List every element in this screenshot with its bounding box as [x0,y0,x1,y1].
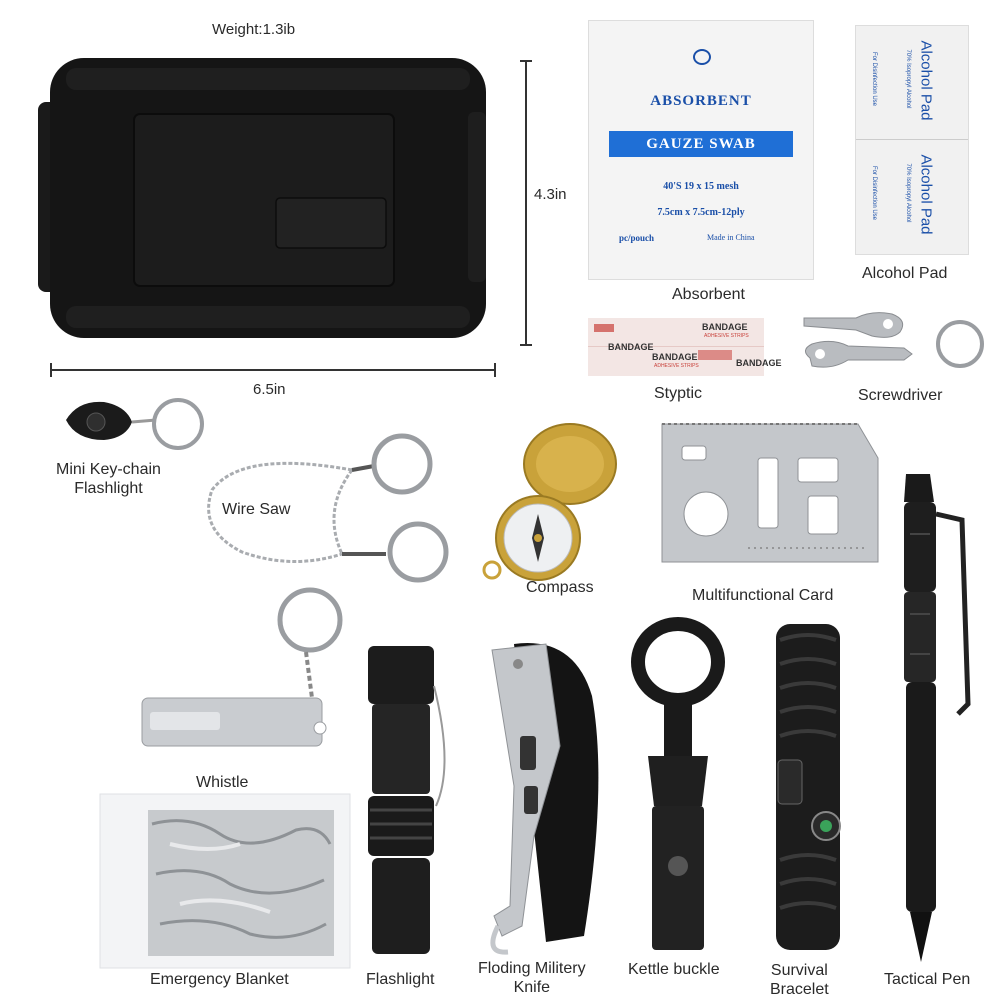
styptic-label: Styptic [654,385,703,402]
carrying-case [38,52,490,342]
bracelet-label: Survival Bracelet [770,961,829,999]
gauze-line3-right: Made in China [707,233,755,242]
mini-flashlight-label-line2: Flashlight [74,480,143,497]
emergency-blanket-label: Emergency Blanket [150,971,289,988]
tactical-pen-label: Tactical Pen [884,971,971,988]
folding-knife [484,636,616,956]
wire-saw-label: Wire Saw [222,501,291,518]
bracelet-label-line2: Bracelet [770,981,829,998]
emergency-blanket [99,793,351,969]
flashlight [356,646,456,964]
tactical-pen [896,474,976,964]
knife-label: Floding Militery Knife [478,959,586,997]
whistle [140,587,344,758]
bandage-sub-1: ADHESIVE STRIPS [704,333,749,339]
gauze-logo-icon [693,49,711,65]
wire-saw [202,430,458,586]
gauze-title: ABSORBENT [650,93,752,109]
bandage-text-2: BANDAGE [608,342,654,352]
gauze-line2: 7.5cm x 7.5cm-12ply [657,207,745,218]
compass [474,414,634,581]
mini-flashlight-label-line1: Mini Key-chain [56,461,161,478]
height-label: 4.3in [534,186,567,203]
alcohol-pad-2-side: For Disinfection Use [871,165,877,221]
absorbent-label: Absorbent [672,286,745,303]
mini-flashlight-label: Mini Key-chain Flashlight [56,460,161,498]
bandage-text-3: BANDAGE [652,352,698,362]
knife-label-line1: Floding Militery [478,960,586,977]
width-dimension-line [50,363,496,377]
bandage-sub-2: ADHESIVE STRIPS [654,363,699,369]
alcohol-pad-1-side: For Disinfection Use [871,51,877,107]
alcohol-pad-1: Alcohol Pad 70% Isopropyl Alcohol For Di… [856,26,968,138]
alcohol-pad-label: Alcohol Pad [862,265,948,282]
mini-keychain-flashlight [60,394,210,456]
alcohol-pad-pack: Alcohol Pad 70% Isopropyl Alcohol For Di… [855,25,969,255]
alcohol-pad-2: Alcohol Pad 70% Isopropyl Alcohol For Di… [856,140,968,252]
alcohol-pad-2-title: Alcohol Pad [917,154,935,235]
bracelet-label-line1: Survival [770,962,828,979]
multifunctional-card [658,418,882,566]
gauze-swab-pack: ABSORBENT GAUZE SWAB 40'S 19 x 15 mesh 7… [588,20,814,280]
styptic-bandages: BANDAGE ADHESIVE STRIPS BANDAGE BANDAGE … [588,318,782,376]
whistle-label: Whistle [196,774,249,791]
gauze-band: GAUZE SWAB [609,131,793,157]
kettle-buckle [628,617,728,954]
width-label: 6.5in [253,381,286,398]
screwdriver-label: Screwdriver [858,387,943,404]
screwdriver-set [796,304,988,384]
compass-label: Compass [526,579,594,596]
alcohol-pad-2-sub: 70% Isopropyl Alcohol [905,163,911,223]
alcohol-pad-1-sub: 70% Isopropyl Alcohol [905,49,911,109]
weight-label: Weight:1.3ib [212,21,296,38]
knife-label-line2: Knife [513,979,551,996]
multifunctional-card-label: Multifunctional Card [692,587,834,604]
bandage-text-4: BANDAGE [736,358,782,368]
gauze-line3-left: pc/pouch [619,233,655,243]
alcohol-pad-1-title: Alcohol Pad [917,40,935,121]
flashlight-label: Flashlight [366,971,435,988]
kettle-buckle-label: Kettle buckle [628,961,720,978]
gauze-line1: 40'S 19 x 15 mesh [663,181,739,192]
height-dimension-line [520,60,532,346]
survival-bracelet [756,620,856,954]
bandage-text-1: BANDAGE [702,322,748,332]
